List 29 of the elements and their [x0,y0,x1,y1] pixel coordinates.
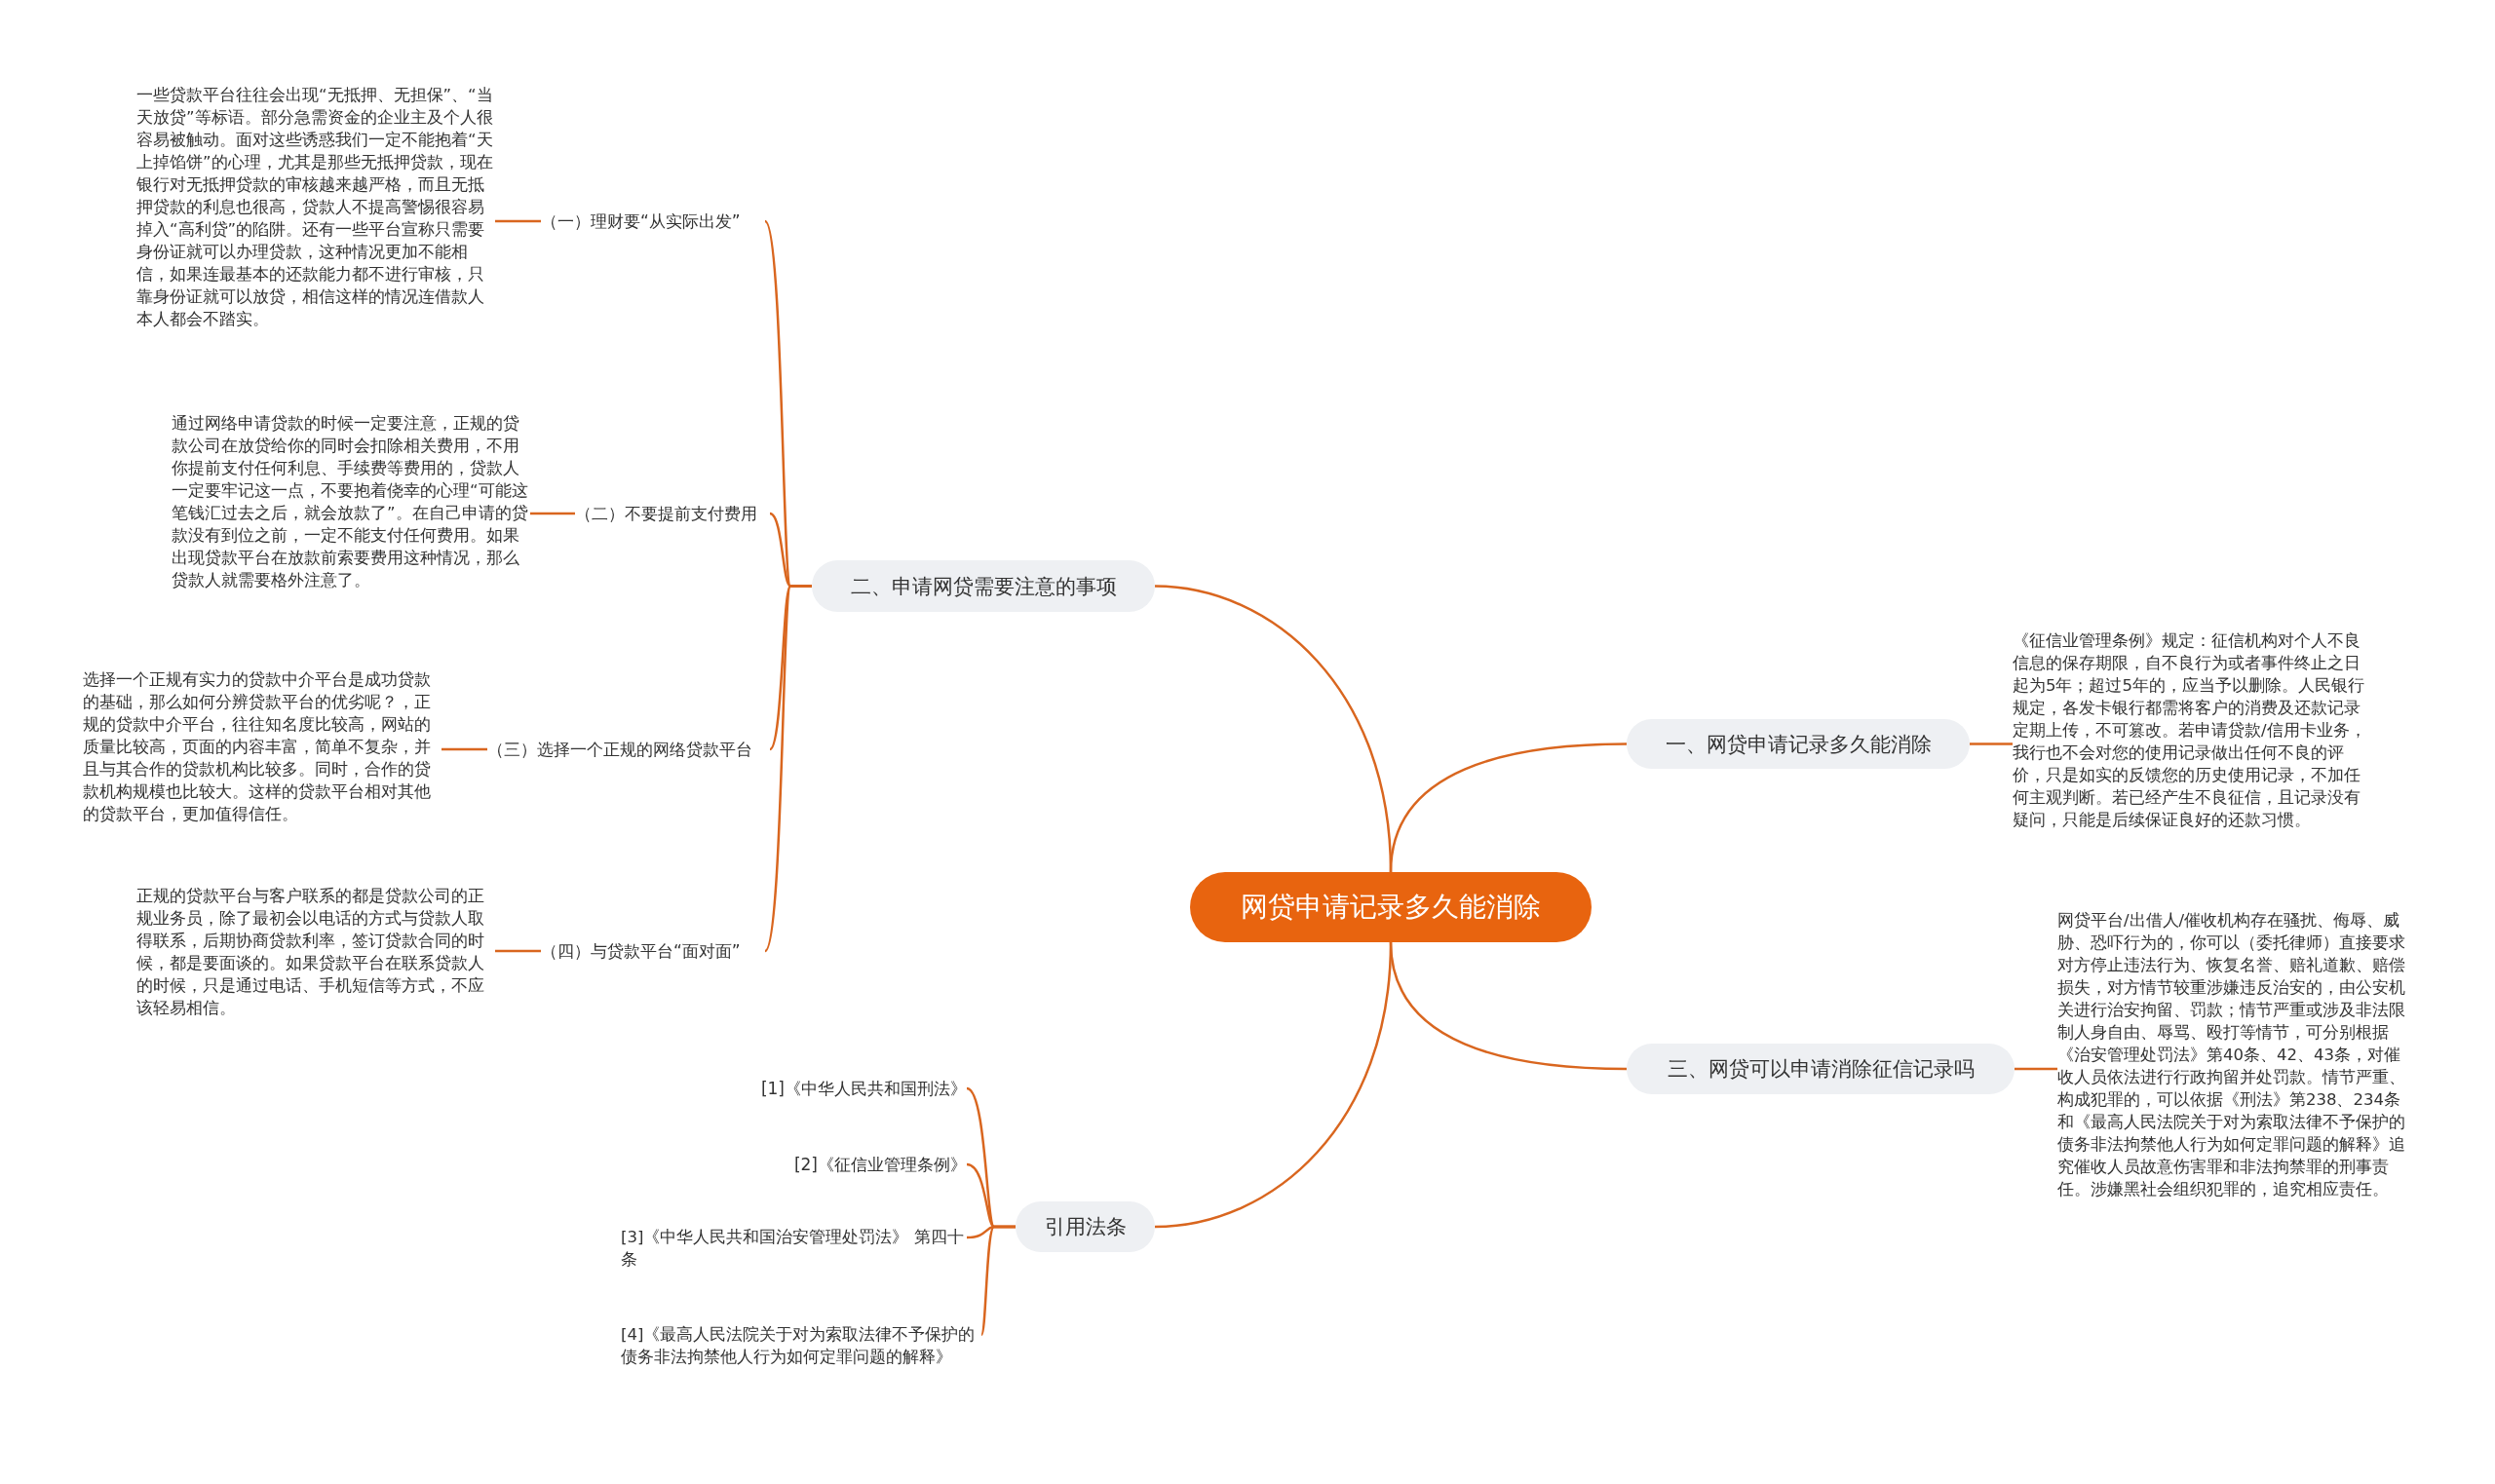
subtopic-label: [2]《征信业管理条例》 [682,1153,967,1176]
branch-topic: 三、网贷可以申请消除征信记录吗 [1627,1044,2015,1094]
connector-line [1970,742,2013,745]
subtopic-label: （二）不要提前支付费用 [575,502,770,525]
connector-line [763,585,812,952]
connector-line [979,1225,1016,1336]
branch-topic: 二、申请网贷需要注意的事项 [812,560,1155,612]
note-text: 《征信业管理条例》规定：征信机构对个人不良信息的保存期限，自不良行为或者事件终止之日起为5年；超过5年的，应当予以删除。人民银行规定，各发卡银行都需将客户的消费及还款记录定期上传，不可篡改。若申请贷款/信用卡业务，我行也不会对您的使用记录做出任何不良的评价，只是如实的反馈您的历史使用记录，不加任何主观判断。若已经产生不良征信，且记录没有疑问，只能是后续保证良好的还款习惯。 [2013,629,2371,831]
note-text: 通过网络申请贷款的时候一定要注意，正规的贷款公司在放贷给你的同时会扣除相关费用，不用你提前支付任何利息、手续费等费用的，贷款人一定要牢记这一点，不要抱着侥幸的心理“可能这笔钱汇过去之后，就会放款了”。在自己申请的贷款没有到位之前，一定不能支付任何费用。如果出现贷款平台在放款前索要费用这种情况，那么贷款人就需要格外注意了。 [172,412,530,591]
note-text: 一些贷款平台往往会出现“无抵押、无担保”、“当天放贷”等标语。部分急需资金的企业主及个人很容易被触动。面对这些诱惑我们一定不能抱着“天上掉馅饼”的心理，尤其是那些无抵押贷款，现在银行对无抵押贷款的审核越来越严格，而且无抵押贷款的利息也很高，贷款人不提高警惕很容易掉入“高利贷”的陷阱。还有一些平台宣称只需要身份证就可以办理贷款，这种情况更加不能相信，如果连最基本的还款能力都不进行审核，只靠身份证就可以放贷，相信这样的情况连借款人本人都会不踏实。 [136,84,495,330]
connector-line [1389,742,1628,873]
note-text: 正规的贷款平台与客户联系的都是贷款公司的正规业务员，除了最初会以电话的方式与贷款人取得联系，后期协商贷款利率，签订贷款合同的时候，都是要面谈的。如果贷款平台在联系贷款人的时候，只是通过电话、手机短信等方式，不应该轻易相信。 [136,885,495,1019]
subtopic-label: （三）选择一个正规的网络贷款平台 [487,738,770,761]
connector-line [530,512,575,515]
subtopic-label: （四）与贷款平台“面对面” [541,939,765,963]
branch-topic: 一、网贷申请记录多久能消除 [1627,719,1970,769]
note-text: [3]《中华人民共和国治安管理处罚法》 第四十条 [621,1226,967,1271]
connector-line [2015,1067,2057,1071]
subtopic-label: [1]《中华人民共和国刑法》 [682,1077,967,1100]
central-topic: 网贷申请记录多久能消除 [1190,872,1592,942]
connector-line [1154,941,1393,1229]
branch-topic: 引用法条 [1016,1201,1155,1252]
subtopic-label: （一）理财要“从实际出发” [541,209,765,233]
note-text: 网贷平台/出借人/催收机构存在骚扰、侮辱、威胁、恐吓行为的，你可以（委托律师）直接要求对方停止违法行为、恢复名誉、赔礼道歉、赔偿损失，对方情节较重涉嫌违反治安的，由公安机关进行治安拘留、罚款；情节严重或涉及非法限制人身自由、辱骂、殴打等情节，可分别根据《治安管理处罚法》第40条、42、43条，对催收人员依法进行行政拘留并处罚款。情节严重、构成犯罪的，可以依据《刑法》第238、234条和《最高人民法院关于对为索取法律不予保护的债务非法拘禁他人行为如何定罪问题的解释》追究催收人员故意伤害罪和非法拘禁罪的刑事责任。涉嫌黑社会组织犯罪的，追究相应责任。 [2057,909,2416,1200]
connector-line [441,747,487,751]
connector-line [495,949,541,953]
note-text: [4]《最高人民法院关于对为索取法律不予保护的债务非法拘禁他人行为如何定罪问题的解释》 [621,1323,981,1368]
note-text: 选择一个正规有实力的贷款中介平台是成功贷款的基础，那么如何分辨贷款平台的优劣呢？，正规的贷款中介平台，往往知名度比较高，网站的质量比较高，页面的内容丰富，简单不复杂，并且与其合作的贷款机构比较多。同时，合作的贷款机构规模也比较大。这样的贷款平台相对其他的贷款平台，更加值得信任。 [83,668,441,825]
connector-line [495,219,541,223]
